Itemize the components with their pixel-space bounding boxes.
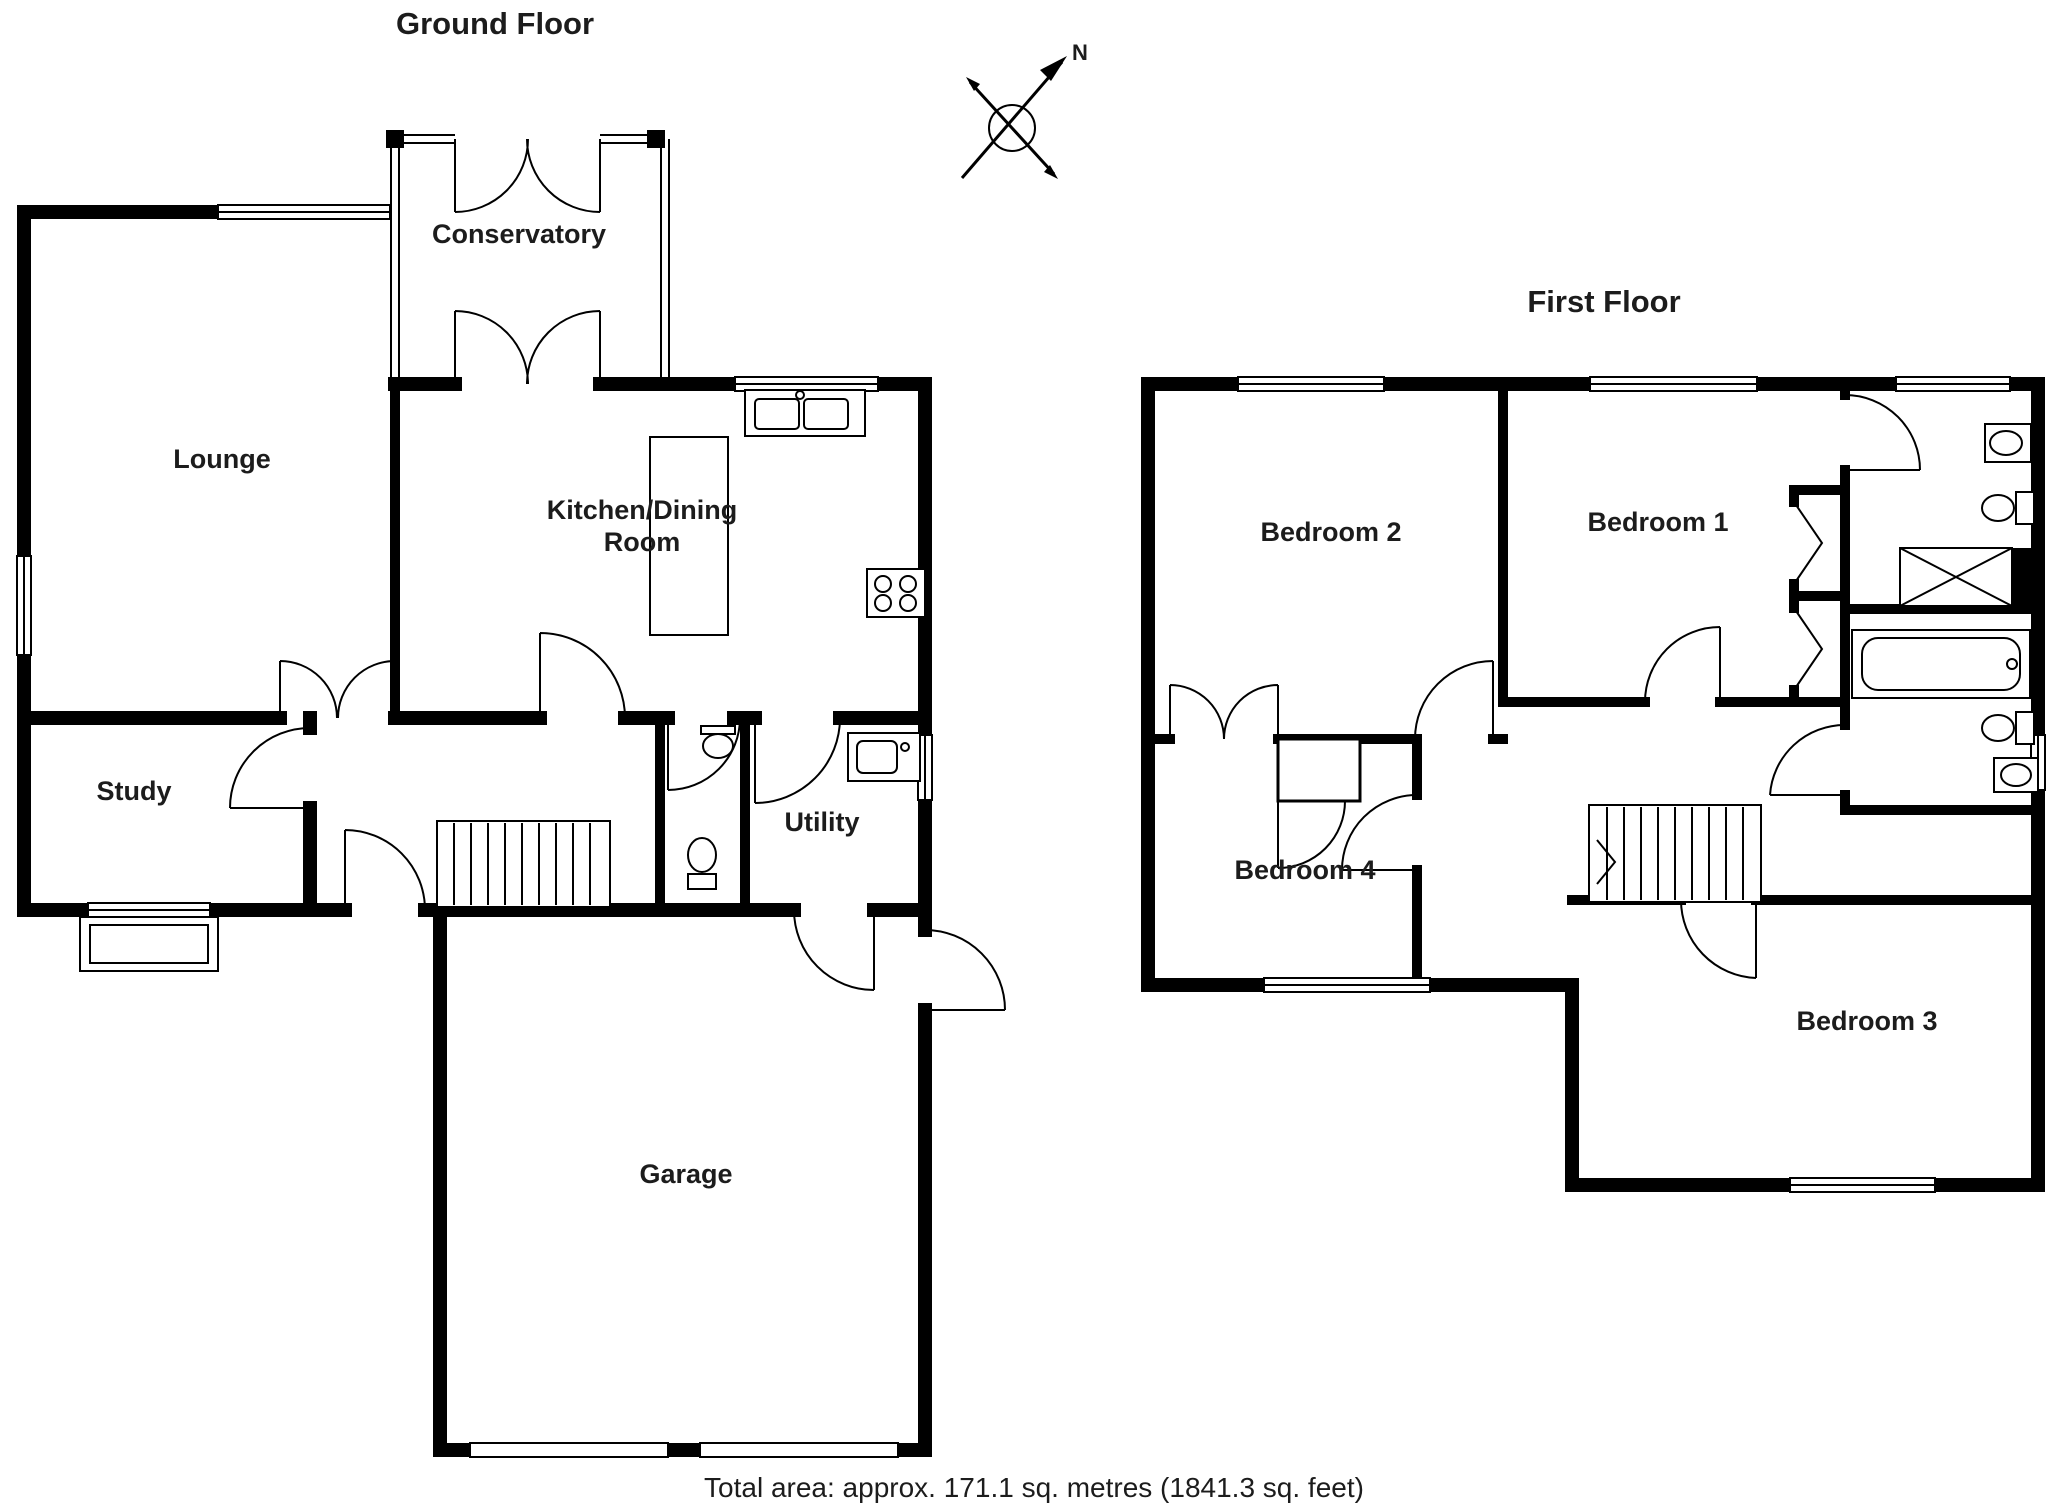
toilet-icon bbox=[687, 837, 717, 873]
room-label-bedroom1: Bedroom 1 bbox=[1587, 507, 1728, 537]
room-label-utility: Utility bbox=[784, 807, 859, 837]
compass-arrowhead bbox=[966, 77, 980, 91]
room-label-kitchen-line1: Kitchen/Dining bbox=[547, 495, 738, 525]
bathroom1-fixtures bbox=[1899, 423, 2038, 607]
stairs-ground bbox=[436, 820, 611, 908]
hob-ring bbox=[874, 575, 892, 593]
conservatory-corner-post bbox=[647, 130, 665, 148]
stairs-treads bbox=[453, 823, 591, 905]
sink-tap bbox=[795, 390, 805, 400]
conservatory-glass-lines bbox=[390, 134, 670, 380]
wc-sink-icon bbox=[702, 733, 734, 759]
kitchen-counter bbox=[649, 436, 729, 636]
compass: N bbox=[960, 40, 1088, 179]
garage-doors bbox=[469, 1442, 899, 1458]
garage-door-right bbox=[699, 1442, 899, 1458]
toilet-cistern bbox=[2015, 491, 2035, 525]
garage-door-left bbox=[469, 1442, 669, 1458]
basin-bowl bbox=[1989, 430, 2023, 456]
first-floor-title: First Floor bbox=[1527, 284, 1680, 319]
toilet-cistern bbox=[687, 873, 717, 890]
ground-window-midlines bbox=[23, 211, 926, 911]
first-window-midlines bbox=[1238, 383, 2039, 1186]
room-label-lounge: Lounge bbox=[173, 444, 270, 474]
hob-ring bbox=[874, 594, 892, 612]
total-area-text: Total area: approx. 171.1 sq. metres (18… bbox=[704, 1472, 1364, 1503]
utility-sink-bowl bbox=[856, 740, 898, 774]
room-label-bedroom2: Bedroom 2 bbox=[1260, 517, 1401, 547]
basin-bowl bbox=[2000, 763, 2032, 787]
ground-floor-title: Ground Floor bbox=[396, 6, 594, 41]
ground-windows bbox=[16, 204, 933, 972]
first-interior-walls bbox=[1143, 379, 2043, 990]
room-label-bedroom4: Bedroom 4 bbox=[1234, 855, 1375, 885]
stairs-outline bbox=[436, 820, 611, 908]
ground-outer-walls bbox=[17, 205, 932, 1457]
room-label-garage: Garage bbox=[639, 1159, 732, 1189]
ground-floor-plan: Ground Floor bbox=[16, 6, 1006, 1458]
compass-arrowhead bbox=[1044, 165, 1058, 179]
kitchen-fixtures bbox=[649, 389, 926, 636]
toilet-cistern bbox=[2015, 711, 2035, 745]
toilet-icon bbox=[1981, 494, 2015, 522]
bathtub-tap bbox=[2006, 658, 2018, 670]
north-arrowhead bbox=[1040, 56, 1067, 81]
room-label-study: Study bbox=[96, 776, 171, 806]
conservatory-corner-post bbox=[386, 130, 404, 148]
sink-drainer bbox=[803, 398, 849, 430]
hob-ring bbox=[899, 575, 917, 593]
hob-icon bbox=[866, 568, 926, 618]
closet-bifold-doors bbox=[1793, 501, 1824, 691]
room-label-kitchen-line2: Room bbox=[604, 527, 681, 557]
utility-sink-tap bbox=[900, 742, 910, 752]
conservatory-glazing bbox=[386, 130, 670, 380]
bathroom2-fixtures bbox=[1851, 629, 2039, 793]
first-floor-plan: First Floor bbox=[1141, 284, 2046, 1193]
first-outer-walls bbox=[1141, 377, 2045, 1192]
landing-cupboard bbox=[1276, 737, 1362, 803]
shower-cross-lines bbox=[1899, 547, 2013, 607]
sink-bowl bbox=[754, 398, 800, 430]
wc-utility-fixtures bbox=[687, 725, 921, 890]
wc-sink-shelf bbox=[700, 725, 736, 735]
compass-cross-arrow bbox=[968, 80, 1056, 176]
room-label-bedroom3: Bedroom 3 bbox=[1796, 1006, 1937, 1036]
north-arrow bbox=[960, 61, 1064, 179]
hob-ring bbox=[899, 594, 917, 612]
stairs-direction-arrow bbox=[1596, 839, 1617, 885]
bathtub-inner bbox=[1861, 637, 2021, 691]
north-label: N bbox=[1072, 40, 1088, 65]
airing-cupboard bbox=[2012, 548, 2038, 606]
toilet-icon bbox=[1981, 714, 2015, 742]
first-doors bbox=[1169, 394, 1921, 979]
bay-window-inner bbox=[89, 924, 209, 964]
room-label-conservatory: Conservatory bbox=[432, 219, 606, 249]
stairs-first bbox=[1588, 804, 1762, 903]
ground-doors bbox=[229, 138, 1006, 1011]
